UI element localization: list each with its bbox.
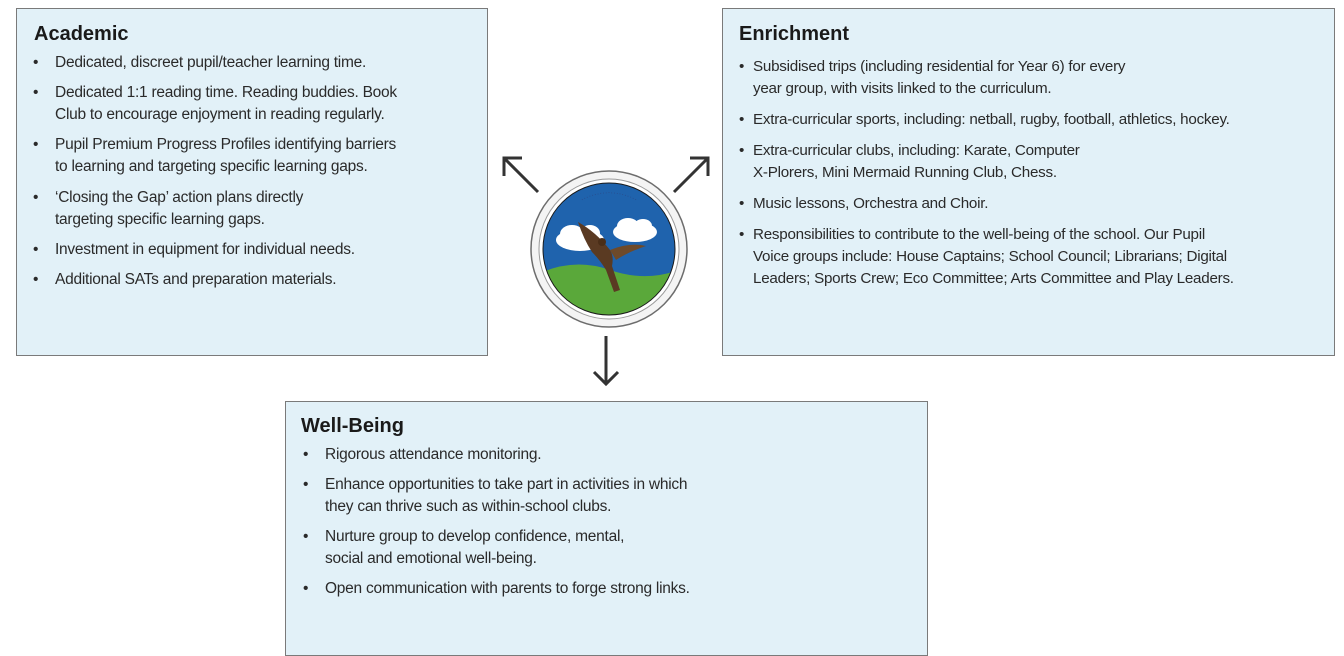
arrow-up-right-icon: [672, 156, 710, 194]
list-item: Responsibilities to contribute to the we…: [739, 224, 1334, 290]
list-item: Subsidised trips (including residential …: [739, 56, 1334, 100]
arrow-down-icon: [592, 336, 620, 387]
wellbeing-title: Well-Being: [301, 415, 404, 437]
list-item: Rigorous attendance monitoring.: [303, 444, 927, 466]
school-badge-bird-icon: ·····················: [530, 170, 688, 328]
wellbeing-box: Well-Being Rigorous attendance monitorin…: [285, 401, 928, 656]
list-item: Nurture group to develop confidence, men…: [303, 526, 927, 570]
list-item: Dedicated 1:1 reading time. Reading budd…: [33, 82, 487, 126]
wellbeing-list: Rigorous attendance monitoring. Enhance …: [303, 444, 927, 600]
list-item: Enhance opportunities to take part in ac…: [303, 474, 927, 518]
list-item: Additional SATs and preparation material…: [33, 269, 487, 291]
enrichment-list: Subsidised trips (including residential …: [739, 56, 1334, 290]
academic-title: Academic: [34, 23, 129, 45]
enrichment-box: Enrichment Subsidised trips (including r…: [722, 8, 1335, 356]
list-item: ‘Closing the Gap’ action plans directly …: [33, 187, 487, 231]
academic-list: Dedicated, discreet pupil/teacher learni…: [33, 52, 487, 291]
list-item: Investment in equipment for individual n…: [33, 239, 487, 261]
arrow-up-left-icon: [502, 156, 540, 194]
list-item: Music lessons, Orchestra and Choir.: [739, 193, 1334, 215]
enrichment-title: Enrichment: [739, 23, 850, 45]
list-item: Dedicated, discreet pupil/teacher learni…: [33, 52, 487, 74]
academic-box: Academic Dedicated, discreet pupil/teach…: [16, 8, 488, 356]
list-item: Extra-curricular sports, including: netb…: [739, 109, 1334, 131]
list-item: Pupil Premium Progress Profiles identify…: [33, 134, 487, 178]
list-item: Open communication with parents to forge…: [303, 578, 927, 600]
list-item: Extra-curricular clubs, including: Karat…: [739, 140, 1334, 184]
